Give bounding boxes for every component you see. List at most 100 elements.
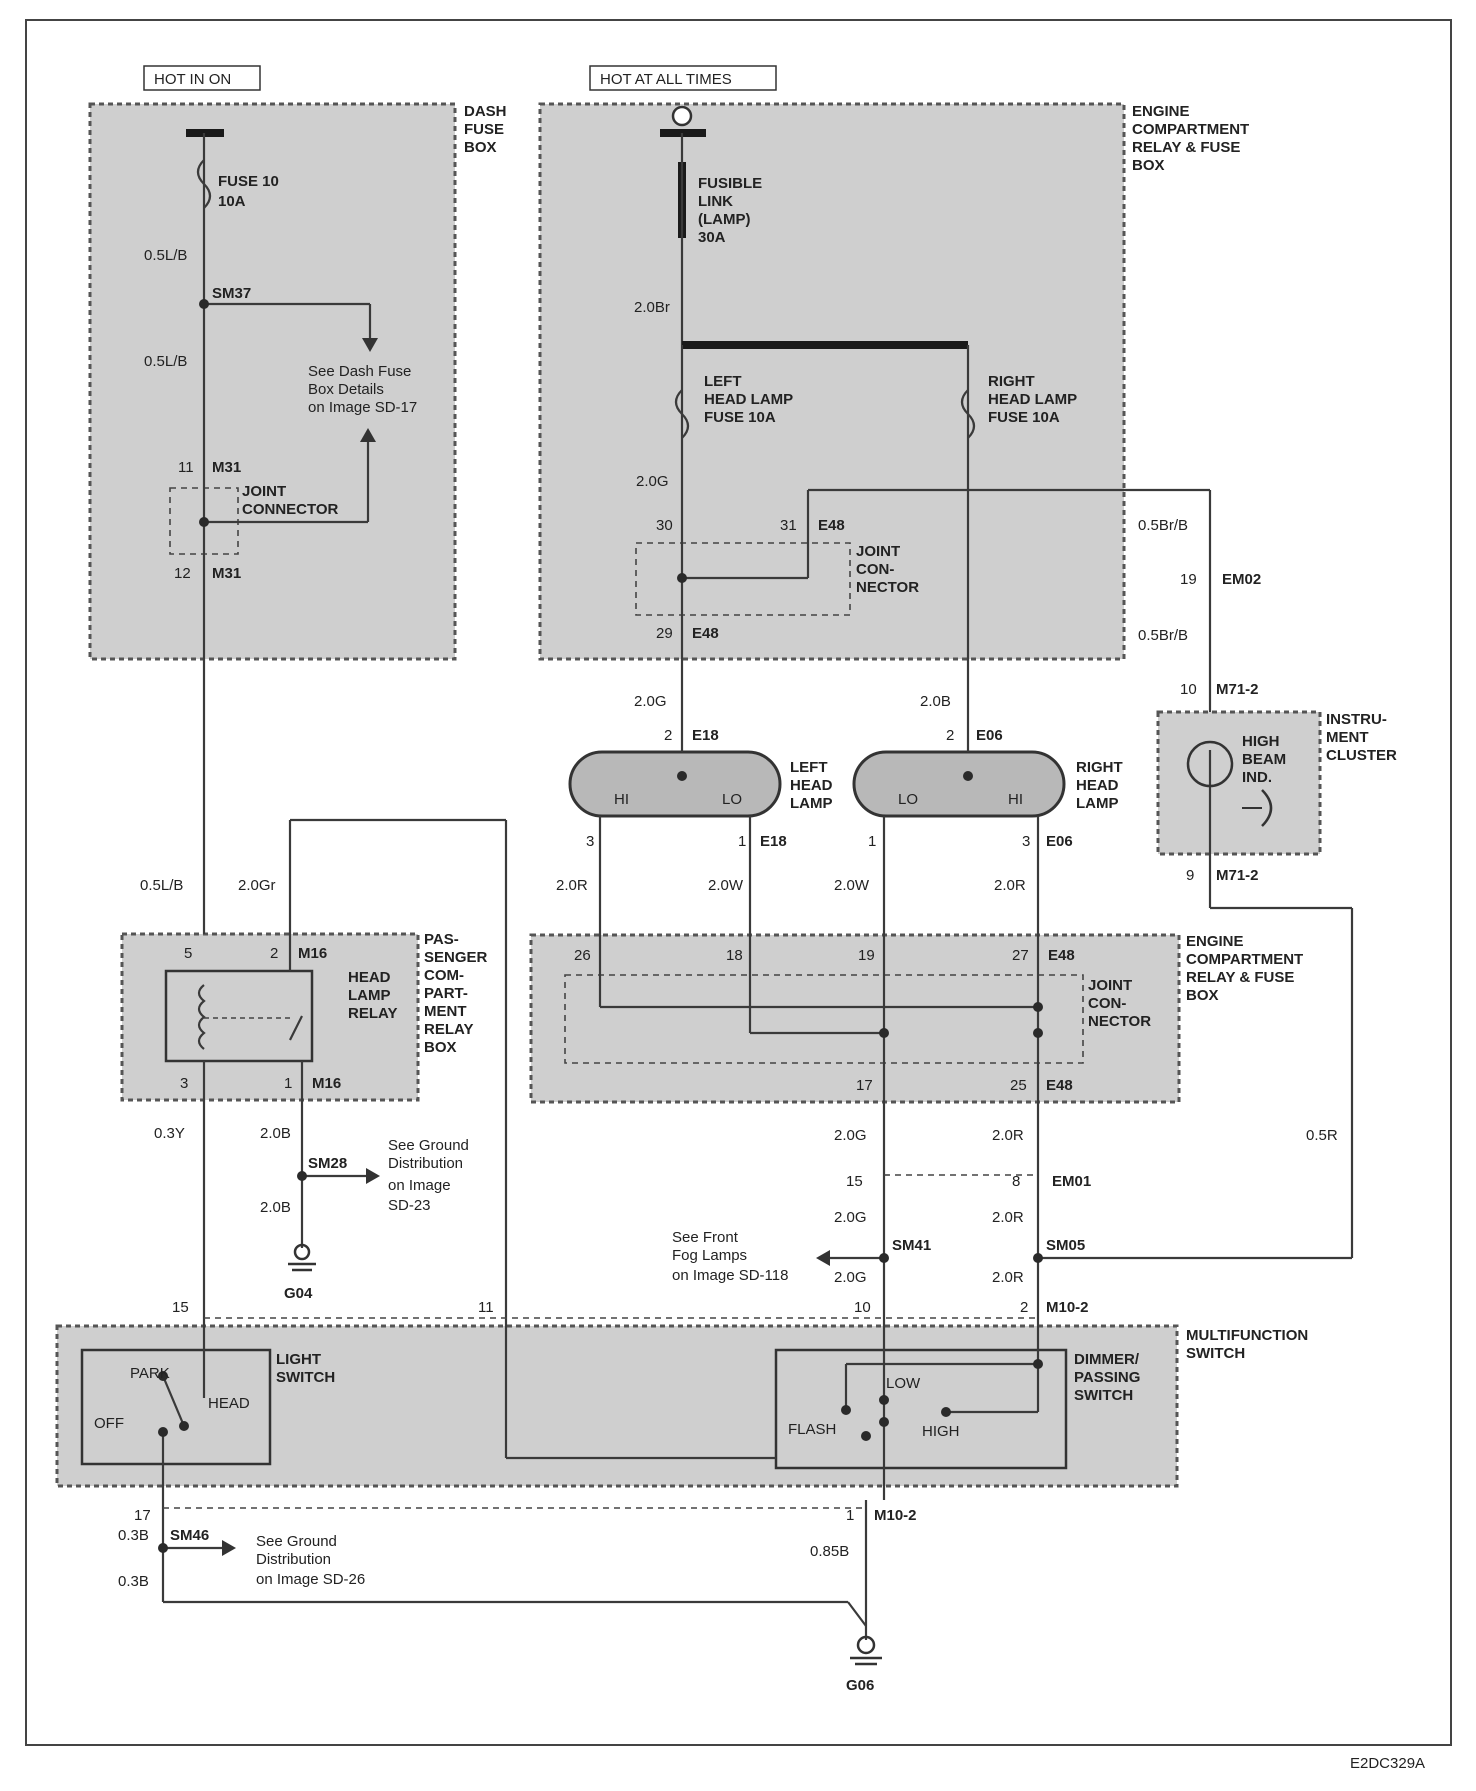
g04-wire-b2: 2.0B [260, 1199, 291, 1216]
left-fuse-2: HEAD LAMP [704, 391, 793, 408]
engine-wire-br: 2.0Br [634, 299, 670, 316]
df-wire-g1: 2.0G [834, 1127, 867, 1144]
fuse-10-symbol [196, 159, 212, 209]
df-pin-8: 8 [1012, 1173, 1020, 1190]
dash-pin-out: 12 [174, 565, 191, 582]
ej-pin-18: 18 [726, 947, 743, 964]
relay-label-2: LAMP [348, 987, 391, 1004]
passenger-relay-box [120, 932, 420, 1102]
mf-pin-1: 1 [846, 1507, 854, 1524]
dimmer-low: LOW [886, 1375, 921, 1392]
left-fuse-1: LEFT [704, 373, 742, 390]
hot-in-on-label: HOT IN ON [154, 71, 231, 88]
right-fuse-2: HEAD LAMP [988, 391, 1077, 408]
engine-joint-1: JOINT [856, 543, 900, 560]
df-wire-05r: 0.5R [1306, 1127, 1338, 1144]
ej-title-4: BOX [1186, 987, 1219, 1004]
lh-title-3: LAMP [790, 795, 833, 812]
g04-note-4: SD-23 [388, 1197, 431, 1214]
lh-conn-b: E18 [760, 833, 787, 850]
dash-joint-2: CONNECTOR [242, 501, 339, 518]
dimmer-flash: FLASH [788, 1421, 836, 1438]
left-fuse-3: FUSE 10A [704, 409, 776, 426]
multifunction-switch-box [55, 1324, 1179, 1488]
dash-note-1: See Dash Fuse [308, 363, 411, 380]
dimmer-3: SWITCH [1074, 1387, 1133, 1404]
fusible-link-4: 30A [698, 229, 726, 246]
lh-lo: LO [722, 791, 742, 808]
dash-note-2: Box Details [308, 381, 384, 398]
left-head-lamp-fuse-symbol [674, 389, 690, 439]
diagram-code: E2DC329A [1350, 1755, 1425, 1772]
g06-splice: SM46 [170, 1527, 209, 1544]
engine-pin-30: 30 [656, 517, 673, 534]
dash-fuse-box-title-2: FUSE [464, 121, 504, 138]
light-switch-outline [80, 1348, 272, 1466]
df-wire-g2: 2.0G [834, 1209, 867, 1226]
mf-pin-2: 2 [1020, 1299, 1028, 1316]
dash-pin-in: 11 [178, 459, 194, 476]
ej-title-2: COMPARTMENT [1186, 951, 1303, 968]
mf-conn: M10-2 [1046, 1299, 1089, 1316]
g06-ground: G06 [846, 1677, 874, 1694]
cluster-title-3: CLUSTER [1326, 747, 1397, 764]
pr-pin-1: 1 [284, 1075, 292, 1092]
dash-fuse-details-arrow-down [362, 338, 378, 352]
fusible-link-2: LINK [698, 193, 733, 210]
g04-note-1: See Ground [388, 1137, 469, 1154]
hot-in-on-frame [143, 65, 261, 91]
ej-pin-25: 25 [1010, 1077, 1027, 1094]
hb-conn-em02: EM02 [1222, 571, 1261, 588]
g04-note-2: Distribution [388, 1155, 463, 1172]
lh-wire-in: 2.0G [634, 693, 667, 710]
fusible-link-3: (LAMP) [698, 211, 751, 228]
head-lamp-relay-symbol [197, 984, 303, 1050]
ground-g06-icon [850, 1635, 882, 1666]
light-switch-2: SWITCH [276, 1369, 335, 1386]
rh-lo: LO [898, 791, 918, 808]
wires [161, 129, 1354, 1640]
dimmer-2: PASSING [1074, 1369, 1140, 1386]
lh-conn: E18 [692, 727, 719, 744]
df-note-2: Fog Lamps [672, 1247, 747, 1264]
pr-wire-lb: 0.5L/B [140, 877, 183, 894]
df-pin-15: 15 [846, 1173, 863, 1190]
df-note-3: on Image SD-118 [672, 1267, 788, 1284]
fuse-10-amps: 10A [218, 193, 246, 210]
rh-pin-2: 2 [946, 727, 954, 744]
high-beam-ind-2: BEAM [1242, 751, 1286, 768]
pr-conn-b: M16 [312, 1075, 341, 1092]
lh-title-2: HEAD [790, 777, 833, 794]
light-head: HEAD [208, 1395, 250, 1412]
pr-wire-gr: 2.0Gr [238, 877, 276, 894]
lh-hi: HI [614, 791, 629, 808]
df-splice-sm05: SM05 [1046, 1237, 1085, 1254]
hb-wire-1: 0.5Br/B [1138, 517, 1188, 534]
ej-joint-3: NECTOR [1088, 1013, 1151, 1030]
engine-compartment-box-joint [529, 933, 1181, 1104]
mf-title-1: MULTIFUNCTION [1186, 1327, 1308, 1344]
ej-pin-27: 27 [1012, 947, 1029, 964]
df-wire-r1: 2.0R [992, 1127, 1024, 1144]
right-head-lamp [852, 750, 1066, 818]
engine-conn-e48b: E48 [692, 625, 719, 642]
engine-top-title-3: RELAY & FUSE [1132, 139, 1240, 156]
pr-title-6: RELAY [424, 1021, 473, 1038]
ej-conn: E48 [1048, 947, 1075, 964]
ground-g04-icon [288, 1243, 316, 1272]
mf-pin-15: 15 [172, 1299, 189, 1316]
engine-top-title-2: COMPARTMENT [1132, 121, 1249, 138]
df-wire-r2: 2.0R [992, 1209, 1024, 1226]
cluster-title-2: MENT [1326, 729, 1369, 746]
dimmer-switch-outline [774, 1348, 1068, 1470]
sm28-ground-arrow [366, 1168, 380, 1184]
pr-title-7: BOX [424, 1039, 457, 1056]
right-head-lamp-fuse-symbol [960, 389, 976, 439]
sm46-ground-arrow [222, 1540, 236, 1556]
dash-fuse-box [88, 102, 457, 661]
battery-source-symbol [671, 105, 693, 127]
engine-conn-e48: E48 [818, 517, 845, 534]
right-fuse-3: FUSE 10A [988, 409, 1060, 426]
dash-note-3: on Image SD-17 [308, 399, 417, 416]
